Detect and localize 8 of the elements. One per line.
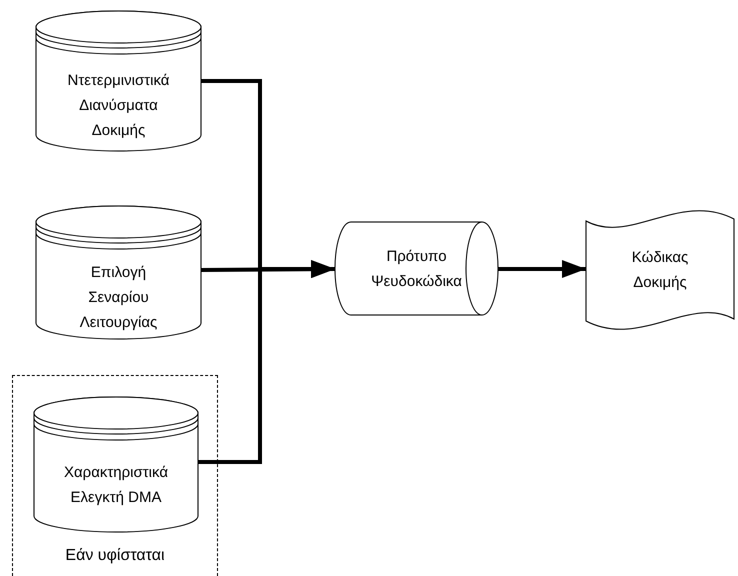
node-label: Ντετερμινιστικά Διανύσματα Δοκιμής xyxy=(66,71,170,141)
node-label: Κώδικας Δοκιμής xyxy=(630,248,690,293)
node-label: Επιλογή Σεναρίου Λειτουργίας xyxy=(78,263,158,333)
node-label: Χαρακτηριστικά Ελεγκτή DMA xyxy=(62,463,170,508)
node-label: Πρότυπο Ψευδοκώδικα xyxy=(370,246,463,292)
dashed-group-box xyxy=(12,375,218,576)
arrow xyxy=(498,260,586,278)
group-label: Εάν υφίσταται xyxy=(64,546,166,566)
